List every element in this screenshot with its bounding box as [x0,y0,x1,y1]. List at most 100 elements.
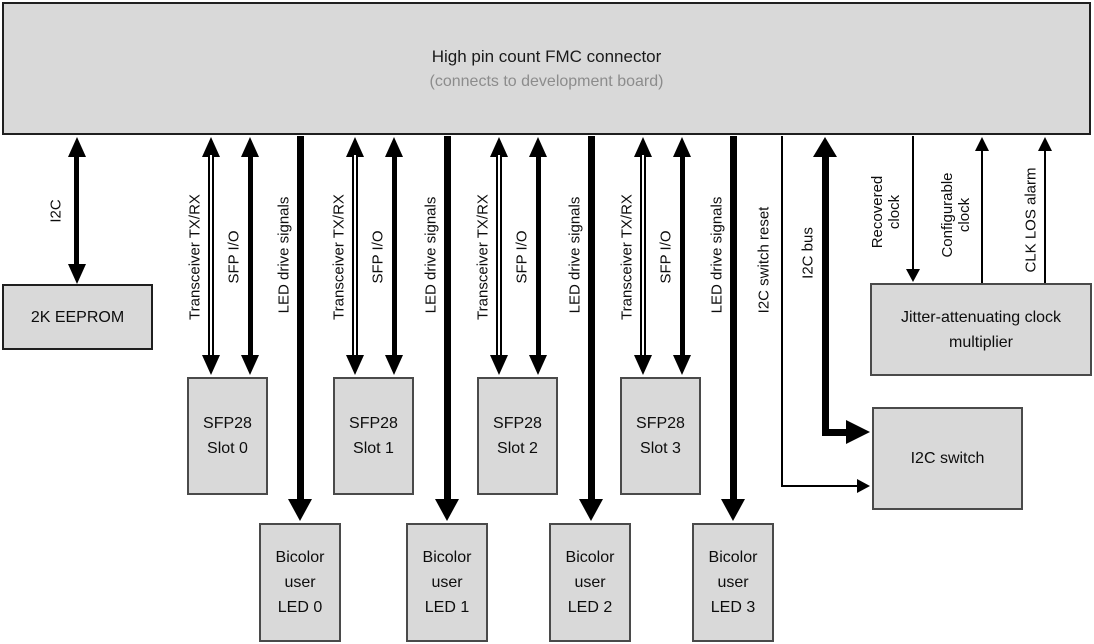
arrow-down-icon [721,499,745,521]
led-label: user [284,574,316,591]
arrow-down-icon [906,269,920,282]
led-number: LED 0 [277,599,323,616]
sfp-io-arrow-shaft [680,155,685,357]
fmc-title: High pin count FMC connector [431,46,662,66]
sfp-slot-0-block: SFP28 Slot 0 [187,377,268,495]
sfp-io-label: SFP I/O [657,230,675,284]
transceiver-arrow-shaft [640,155,646,357]
fmc-connector-block: High pin count FMC connector (connects t… [2,2,1091,135]
led-label: user [431,574,463,591]
recovered-clock-line [912,136,914,270]
fmc-subtitle: (connects to development board) [429,72,664,90]
sfp-slot-label: SFP28 [203,415,252,432]
arrow-down-icon [202,355,220,375]
sfp-slot-2-block: SFP28 Slot 2 [477,377,558,495]
clock-multiplier-label: Jitter-attenuating clock [900,308,1062,326]
transceiver-arrow-shaft [352,155,358,357]
sfp-slot-number: Slot 2 [497,440,538,457]
arrow-up-icon [346,137,364,157]
arrow-up-icon [1038,137,1052,151]
arrow-down-icon [68,264,86,284]
led-label: user [717,574,749,591]
led-label: Bicolor [708,549,758,566]
transceiver-label: Transceiver TX/RX [186,194,204,320]
arrow-right-icon [846,420,870,444]
i2c-switch-reset-line [781,485,857,487]
led-number: LED 3 [710,599,756,616]
arrow-up-icon [202,137,220,157]
arrow-up-icon [813,137,837,157]
clock-multiplier-label: multiplier [948,333,1013,351]
i2c-arrow-shaft [74,155,79,265]
arrow-up-icon [68,137,86,157]
led-drive-arrow-shaft [730,136,737,499]
led-drive-arrow-shaft [444,136,451,499]
arrow-up-icon [634,137,652,157]
clock-multiplier-block: Jitter-attenuating clock multiplier [870,283,1092,376]
eeprom-block: 2K EEPROM [2,284,153,350]
sfp-io-label: SFP I/O [225,230,243,284]
sfp-slot-number: Slot 0 [207,440,248,457]
arrow-down-icon [288,499,312,521]
i2c-bus-arrow-shaft [822,155,829,436]
clk-los-alarm-label: CLK LOS alarm [1022,167,1040,273]
transceiver-arrow-shaft [496,155,502,357]
sfp-slot-label: SFP28 [636,415,685,432]
bicolor-led-2-block: Bicolor user LED 2 [549,523,631,642]
sfp-io-arrow-shaft [248,155,253,357]
arrow-up-icon [975,137,989,151]
arrow-up-icon [490,137,508,157]
led-drive-arrow-shaft [297,136,304,499]
i2c-switch-reset-label: I2C switch reset [755,206,773,314]
sfp-slot-1-block: SFP28 Slot 1 [333,377,414,495]
arrow-right-icon [857,479,870,493]
sfp-io-label: SFP I/O [369,230,387,284]
arrow-up-icon [385,137,403,157]
sfp-slot-label: SFP28 [493,415,542,432]
transceiver-label: Transceiver TX/RX [618,194,636,320]
arrow-down-icon [435,499,459,521]
sfp-slot-number: Slot 3 [640,440,681,457]
led-number: LED 2 [567,599,613,616]
led-drive-arrow-shaft [588,136,595,499]
arrow-down-icon [385,355,403,375]
clk-los-alarm-line [1044,151,1046,283]
sfp-slot-number: Slot 1 [353,440,394,457]
bicolor-led-3-block: Bicolor user LED 3 [692,523,774,642]
arrow-down-icon [241,355,259,375]
arrow-down-icon [529,355,547,375]
transceiver-label: Transceiver TX/RX [330,194,348,320]
transceiver-arrow-shaft [208,155,214,357]
recovered-clock-label: Recovered clock [869,175,903,249]
arrow-down-icon [634,355,652,375]
led-label: user [574,574,606,591]
arrow-down-icon [579,499,603,521]
i2c-label: I2C [47,199,65,223]
bicolor-led-1-block: Bicolor user LED 1 [406,523,488,642]
arrow-up-icon [529,137,547,157]
led-number: LED 1 [424,599,470,616]
arrow-down-icon [346,355,364,375]
sfp-io-arrow-shaft [536,155,541,357]
led-drive-label: LED drive signals [275,196,293,314]
configurable-clock-line [981,151,983,283]
sfp-io-label: SFP I/O [513,230,531,284]
eeprom-label: 2K EEPROM [30,308,125,326]
transceiver-label: Transceiver TX/RX [474,194,492,320]
i2c-bus-label: I2C bus [799,227,817,279]
arrow-down-icon [490,355,508,375]
i2c-switch-label: I2C switch [910,450,985,467]
arrow-up-icon [673,137,691,157]
led-label: Bicolor [565,549,615,566]
bicolor-led-0-block: Bicolor user LED 0 [259,523,341,642]
led-label: Bicolor [275,549,325,566]
arrow-up-icon [241,137,259,157]
led-label: Bicolor [422,549,472,566]
led-drive-label: LED drive signals [566,196,584,314]
i2c-switch-reset-line [781,136,783,487]
configurable-clock-label: Configurable clock [939,172,973,258]
sfp-io-arrow-shaft [392,155,397,357]
led-drive-label: LED drive signals [422,196,440,314]
arrow-down-icon [673,355,691,375]
